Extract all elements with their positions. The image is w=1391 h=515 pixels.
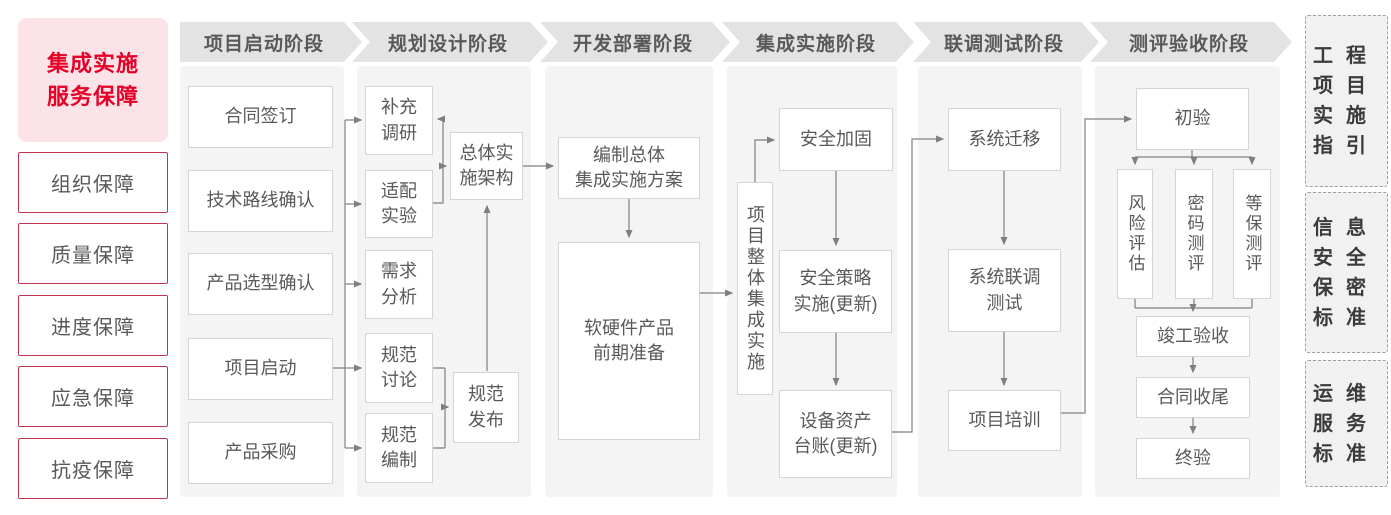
- box-contract-closure: 合同收尾: [1136, 377, 1250, 418]
- box-product-selection-confirm: 产品选型确认: [188, 253, 333, 315]
- standard-label: 运维服务标准: [1313, 382, 1379, 465]
- box-hw-sw-preparation: 软硬件产品 前期准备: [558, 242, 700, 440]
- sidebar-title: 集成实施 服务保障: [18, 18, 168, 142]
- box-overall-architecture: 总体实 施架构: [450, 132, 523, 200]
- standard-label: 工程项目实施指引: [1313, 45, 1379, 157]
- box-project-training: 项目培训: [948, 390, 1061, 451]
- box-overall-integration: 项目整体集成实施: [737, 182, 773, 395]
- box-spec-drafting: 规范 编制: [365, 413, 433, 483]
- box-supplementary-research: 补充 调研: [365, 86, 433, 155]
- standard-infosec-confidentiality: 信息安全保密标准: [1305, 192, 1388, 353]
- box-joint-testing: 系统联调 测试: [948, 249, 1061, 332]
- box-adaptation-test: 适配 实验: [365, 170, 433, 238]
- box-mlps-evaluation: 等保测评: [1233, 169, 1271, 299]
- phase-header-kickoff: 项目启动阶段: [180, 22, 362, 62]
- box-overall-implementation-plan: 编制总体 集成实施方案: [558, 137, 700, 199]
- sidebar-item-schedule: 进度保障: [18, 295, 168, 356]
- sidebar-item-quality: 质量保障: [18, 223, 168, 284]
- box-completion-acceptance: 竣工验收: [1136, 316, 1250, 357]
- box-security-hardening: 安全加固: [779, 108, 893, 171]
- phase-header-planning: 规划设计阶段: [352, 22, 548, 62]
- phase-header-acceptance: 测评验收阶段: [1090, 22, 1292, 62]
- box-requirement-analysis: 需求 分析: [365, 250, 433, 319]
- standard-ops-service: 运维服务标准: [1305, 360, 1388, 487]
- standard-project-implementation-guide: 工程项目实施指引: [1305, 15, 1388, 187]
- box-crypto-evaluation: 密码测评: [1175, 169, 1213, 299]
- box-tech-route-confirm: 技术路线确认: [188, 170, 333, 232]
- box-final-acceptance: 终验: [1136, 438, 1250, 479]
- standard-label: 信息安全保密标准: [1313, 216, 1379, 329]
- box-spec-release: 规范 发布: [453, 372, 519, 443]
- box-asset-ledger-update: 设备资产 台账(更新): [779, 390, 892, 478]
- phase-header-integration: 集成实施阶段: [722, 22, 914, 62]
- sidebar-item-organization: 组织保障: [18, 152, 168, 213]
- box-initial-acceptance: 初验: [1136, 88, 1249, 150]
- box-spec-discussion: 规范 讨论: [365, 333, 433, 403]
- phase-header-testing: 联调测试阶段: [913, 22, 1099, 62]
- box-risk-assessment: 风险评估: [1117, 169, 1153, 299]
- box-system-migration: 系统迁移: [948, 108, 1061, 171]
- sidebar-item-epidemic: 抗疫保障: [18, 438, 168, 499]
- box-contract-signing: 合同签订: [188, 86, 333, 148]
- box-product-procurement: 产品采购: [188, 422, 333, 484]
- phase-header-development: 开发部署阶段: [540, 22, 730, 62]
- box-project-kickoff: 项目启动: [188, 338, 333, 400]
- box-security-policy-update: 安全策略 实施(更新): [779, 250, 892, 333]
- sidebar-item-emergency: 应急保障: [18, 366, 168, 427]
